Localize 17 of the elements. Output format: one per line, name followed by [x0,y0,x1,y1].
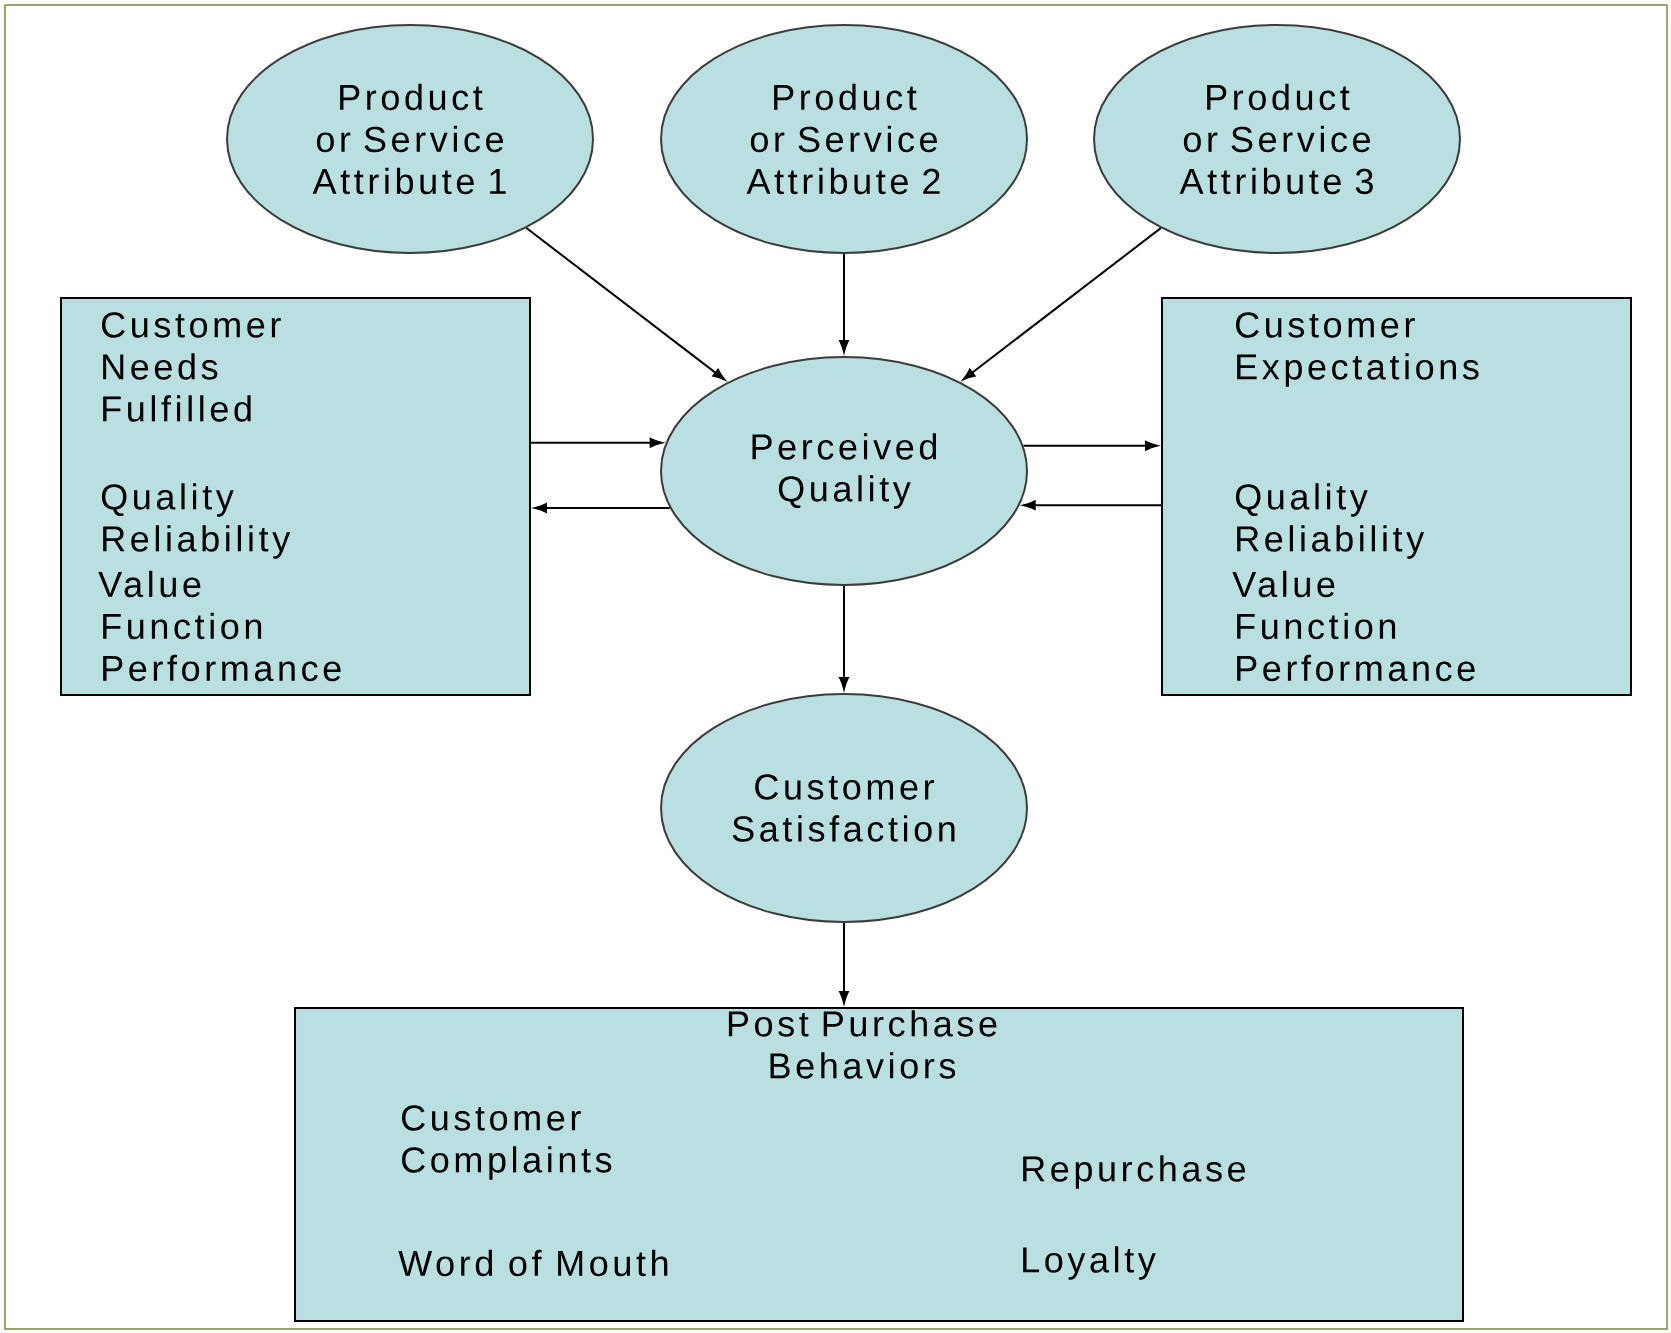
text-box: Post Purchase Behaviors Customer Complaints Repurchase Word of Mouth Loyalty [294,1007,1464,1322]
text-box: Customer Expectations Quality Reliability Value Function Performance [1161,297,1632,696]
ellipse-node: Product or Service Attribute 2 [660,24,1028,254]
arrow [1022,440,1158,451]
arrow [525,227,726,381]
ellipse-node: Perceived Quality [660,356,1028,586]
ellipse-node: Product or Service Attribute 1 [226,24,594,254]
arrow [534,503,671,513]
arrow [1023,500,1162,510]
arrow [530,437,663,448]
text-box: Customer Needs Fulfilled Quality Reliability Value Function Performance [60,297,531,696]
arrow [962,227,1162,381]
ellipse-node: Product or Service Attribute 3 [1093,24,1461,254]
ellipse-node: Customer Satisfaction [660,693,1028,923]
arrow [839,585,849,690]
arrow [839,922,849,1004]
arrow [839,253,849,353]
